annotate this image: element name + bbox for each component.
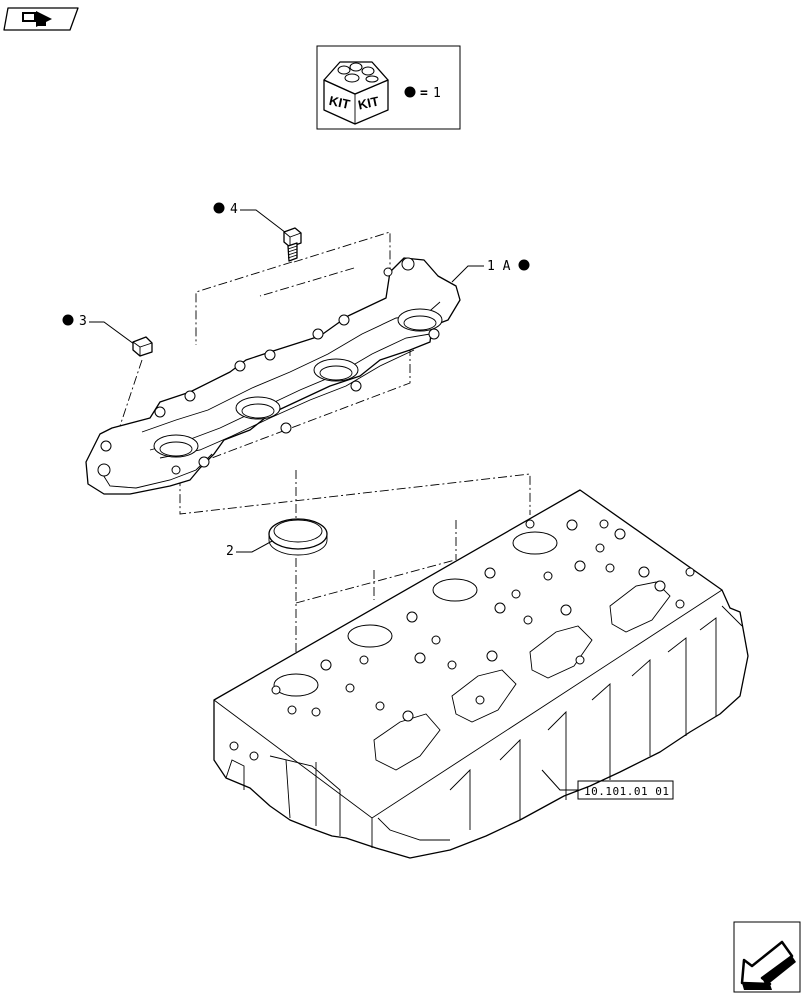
callout-3[interactable]: 3 [62,314,135,345]
kit-bullet-icon [404,86,416,98]
kit-label-right: KIT [357,94,381,113]
callout-4[interactable]: 4 [213,202,291,237]
callout-1a[interactable]: 1 A [451,259,530,283]
bolt-part-4[interactable] [283,227,302,262]
kit-legend: KIT KIT = 1 [316,45,461,130]
kit-bullet-icon [518,259,530,271]
previous-page-nav[interactable] [3,7,79,31]
callout-1a-label: 1 A [487,259,511,274]
deck-bolt-holes [229,519,695,761]
kit-bullet-icon [213,202,225,214]
kit-bullet-icon [62,314,74,326]
seal-ring-part-2[interactable] [268,518,328,556]
callout-3-label: 3 [79,314,87,329]
callout-2[interactable]: 2 [226,539,275,559]
reference-tag-frame[interactable] [577,780,674,800]
reference-tag-label: 10.101.01 01 [584,785,669,798]
nav-next-frame[interactable] [733,921,801,993]
book-arrow-icon [22,11,52,27]
kit-legend-frame [316,45,461,130]
next-page-nav[interactable] [733,921,801,993]
callout-2-label: 2 [226,544,234,559]
rocker-manifold-part-1a[interactable] [85,257,461,495]
plug-part-3[interactable] [132,336,153,357]
kit-label-left: KIT [328,93,352,112]
callout-4-label: 4 [230,202,238,217]
kit-box-icon: KIT KIT [323,61,389,125]
cylinder-head [213,489,749,859]
assembly-centerlines-upper [111,231,531,670]
arrow-down-left-icon [740,940,796,990]
reference-tag[interactable]: 10.101.01 01 [541,769,674,800]
kit-quantity: 1 [433,86,441,101]
kit-equals-sign: = [420,86,428,101]
